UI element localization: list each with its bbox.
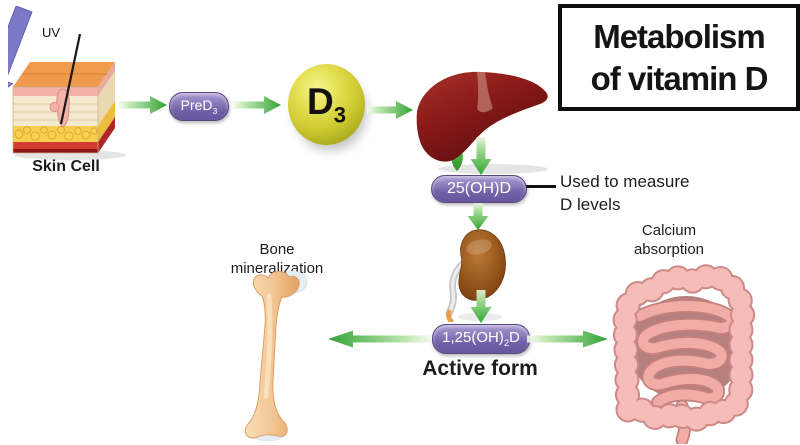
kidney-highlight xyxy=(466,239,492,255)
muscle-layer xyxy=(13,142,98,153)
calcium-label-line-2: absorption xyxy=(633,241,705,258)
fat-bubbles xyxy=(14,126,98,141)
125ohd-subscript: 2 xyxy=(503,337,509,348)
title-line-1: Metabolism xyxy=(593,17,766,55)
kidney-body xyxy=(458,229,506,301)
uv-label: UV xyxy=(42,25,60,40)
uv-beam-icon xyxy=(8,6,33,103)
measure-connector-line xyxy=(526,185,556,188)
liver-shadow xyxy=(438,164,548,174)
ureter-icon xyxy=(445,256,472,322)
d3-label: D xyxy=(307,80,334,122)
25ohd-label: 25(OH)D xyxy=(446,180,511,197)
large-intestine xyxy=(612,264,756,432)
skin-cell-illustration: UV xyxy=(8,6,126,160)
bone-label-line-1: Bone xyxy=(259,241,295,258)
falciform-ligament xyxy=(477,72,493,113)
liver-body xyxy=(416,71,548,162)
title-box: Metabolism of vitamin D xyxy=(558,4,800,111)
arrow-skin-to-pred3 xyxy=(119,96,167,114)
calcium-label: Calcium absorption xyxy=(607,221,731,259)
bone-highlight xyxy=(263,293,273,399)
badge-125ohd: 1,25(OH)2D xyxy=(432,324,530,354)
badge-25ohd: 25(OH)D xyxy=(431,175,527,203)
measure-line-2: D levels xyxy=(560,195,621,214)
d3-subscript: 3 xyxy=(333,102,346,128)
epidermis-layer xyxy=(13,87,98,96)
125ohd-label-post: D xyxy=(509,328,520,346)
femur-body xyxy=(244,271,300,439)
sebaceous-gland xyxy=(49,102,60,112)
arrow-pred3-to-d3 xyxy=(233,96,281,114)
125ohd-label-pre: 1,25(OH) xyxy=(442,328,504,346)
arrow-d3-to-liver xyxy=(367,101,413,119)
arrow-25ohd-to-kidney xyxy=(467,203,489,230)
arrow-kidney-to-125ohd xyxy=(470,290,492,323)
bone-illustration xyxy=(244,270,308,442)
skin-cube-side xyxy=(98,62,115,153)
active-form-label: Active form xyxy=(422,357,538,380)
pred3-subscript: 3 xyxy=(212,105,218,116)
small-intestine xyxy=(633,299,739,409)
arrow-125ohd-to-intestine xyxy=(527,330,608,348)
calcium-label-line-1: Calcium xyxy=(641,222,697,239)
pred3-label: PreD xyxy=(180,96,213,113)
measure-line-1: Used to measure xyxy=(560,172,690,191)
intestine-illustration xyxy=(612,264,756,444)
measure-annotation: Used to measure D levels xyxy=(560,170,689,216)
arrow-liver-to-25ohd xyxy=(470,137,492,175)
arrow-125ohd-to-bone xyxy=(328,330,432,348)
pred3-badge: PreD3 xyxy=(169,92,229,121)
liver-illustration xyxy=(416,71,548,174)
skin-cell-label: Skin Cell xyxy=(32,158,100,175)
d3-sphere: D3 xyxy=(288,64,365,145)
title-line-2: of vitamin D xyxy=(590,59,769,97)
skin-cube-front xyxy=(12,86,99,154)
hair-icon xyxy=(59,33,82,125)
